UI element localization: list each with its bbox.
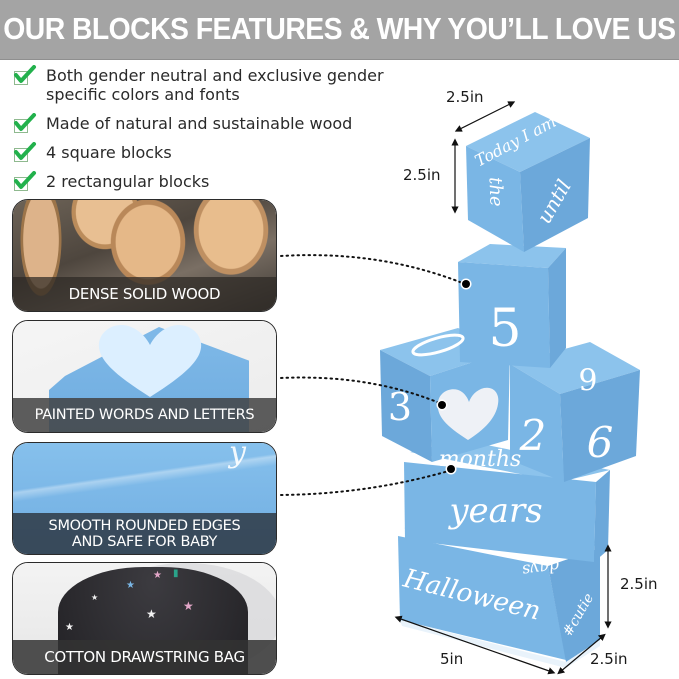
- card-caption: COTTON DRAWSTRING BAG: [13, 640, 276, 674]
- heart-icon: [437, 387, 499, 440]
- checkbox-checked-icon: [13, 142, 36, 162]
- digit-9: 9: [587, 416, 614, 465]
- digit-5: 5: [488, 299, 521, 359]
- checkbox-checked-icon: [13, 113, 36, 133]
- checkbox-checked-icon: [13, 65, 36, 85]
- feature-item: 4 square blocks: [13, 142, 403, 162]
- dimension-cube-height: 2.5in: [403, 166, 441, 184]
- heart-icon: [98, 324, 202, 397]
- digit-2: 2: [519, 411, 547, 460]
- feature-card-bag: ★ ▮ ★ ★ ★ ★ ★ COTTON DRAWSTRING BAG: [12, 562, 277, 675]
- word-days: days: [521, 556, 560, 580]
- word-years: years: [447, 491, 542, 531]
- feature-text: 2 rectangular blocks: [46, 172, 210, 191]
- card-caption: PAINTED WORDS AND LETTERS: [13, 398, 276, 432]
- feature-card-painted: PAINTED WORDS AND LETTERS: [12, 320, 277, 433]
- feature-card-wood: DENSE SOLID WOOD: [12, 199, 277, 312]
- feature-list: Both gender neutral and exclusive gender…: [13, 65, 403, 201]
- checkbox-checked-icon: [13, 171, 36, 191]
- feature-text: Both gender neutral and exclusive gender: [46, 66, 384, 85]
- dimension-rect-length: 5in: [440, 650, 464, 668]
- feature-card-smooth-edges: y SMOOTH ROUNDED EDGES AND SAFE FOR BABY: [12, 442, 277, 555]
- card-caption: SMOOTH ROUNDED EDGES AND SAFE FOR BABY: [13, 513, 276, 554]
- dimension-cube-width: 2.5in: [446, 88, 484, 106]
- cube-top: [466, 112, 590, 252]
- word-the: the: [484, 177, 506, 207]
- feature-item: Both gender neutral and exclusive gender…: [13, 65, 403, 104]
- card-caption: DENSE SOLID WOOD: [13, 277, 276, 311]
- digit-6: 6: [578, 360, 597, 395]
- cube-5: [458, 244, 566, 368]
- feature-item: 2 rectangular blocks: [13, 171, 403, 191]
- feature-text: 4 square blocks: [46, 143, 172, 162]
- dimension-rect-height: 2.5in: [620, 575, 658, 593]
- feature-text: specific colors and fonts: [46, 85, 240, 104]
- feature-item: Made of natural and sustainable wood: [13, 113, 403, 133]
- feature-text: Made of natural and sustainable wood: [46, 114, 353, 133]
- dimension-rect-depth: 2.5in: [590, 650, 628, 668]
- cube-2: [510, 342, 640, 482]
- header-banner: OUR BLOCKS FEATURES & WHY YOU’LL LOVE US: [0, 0, 679, 60]
- page-title: OUR BLOCKS FEATURES & WHY YOU’LL LOVE US: [3, 12, 676, 46]
